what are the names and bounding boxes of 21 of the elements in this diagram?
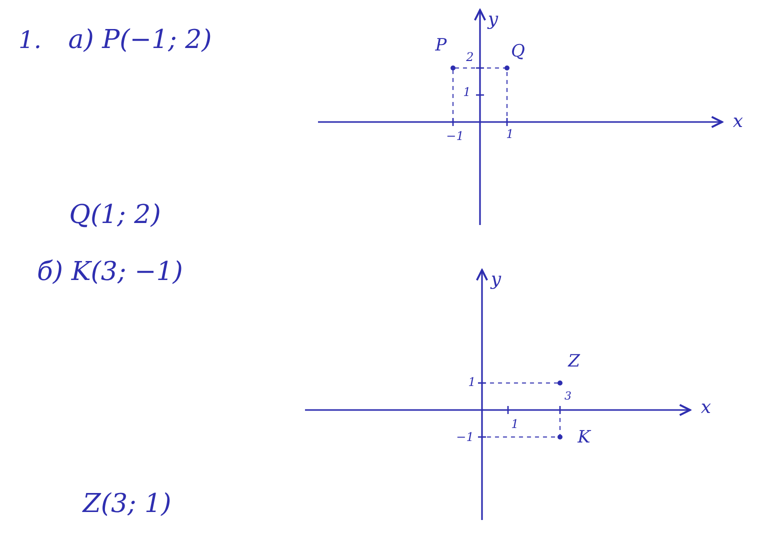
point-label: P xyxy=(435,38,447,54)
tick-label: 1 xyxy=(468,376,476,388)
tick-label: 1 xyxy=(511,418,519,430)
point-coordinates: Q(1; 2) xyxy=(69,202,161,228)
axis-label: y xyxy=(490,271,502,289)
point-label: Q xyxy=(511,44,525,60)
tick-label: 1 xyxy=(463,86,471,98)
point-coordinates: б) K(3; −1) xyxy=(37,259,183,285)
tick-label: −1 xyxy=(456,431,474,443)
tick-label: 1 xyxy=(506,128,514,140)
point-coordinates: а) P(−1; 2) xyxy=(68,27,212,53)
axis-label: y xyxy=(488,11,498,29)
point-coordinates: Z(3; 1) xyxy=(82,491,172,517)
tick-label: 3 xyxy=(564,390,572,402)
point-label: K xyxy=(578,430,590,446)
label-number: 1. xyxy=(18,28,42,52)
axis-label: x xyxy=(700,399,712,417)
tick-label: 2 xyxy=(466,51,474,63)
axis-label: x xyxy=(732,113,744,131)
point-label: Z xyxy=(568,354,580,370)
tick-label: −1 xyxy=(446,130,464,142)
